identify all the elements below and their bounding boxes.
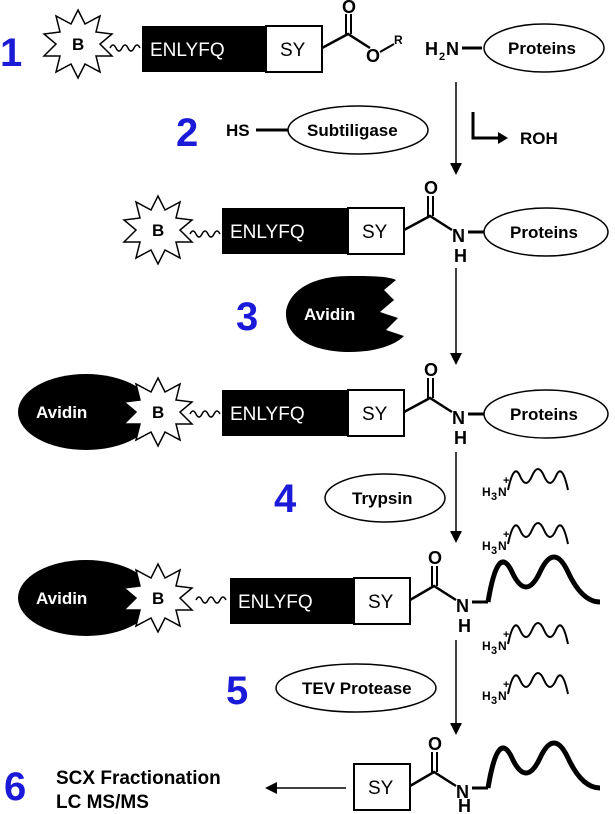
step-number-4: 4 xyxy=(274,477,297,521)
linker-1 xyxy=(109,44,141,52)
svg-text:H: H xyxy=(482,639,491,653)
biotin-star-1: B xyxy=(42,8,114,80)
svg-text:H: H xyxy=(482,689,491,703)
avidin-label-free: Avidin xyxy=(304,305,355,324)
sy-box-4 xyxy=(353,577,411,625)
step-number-5: 5 xyxy=(226,669,248,713)
proteins-oval-1 xyxy=(483,23,605,73)
step-number-3: 3 xyxy=(236,295,258,339)
subtiligase-oval xyxy=(287,105,429,155)
avidin-shape-bound-2 xyxy=(18,560,154,636)
svg-text:N: N xyxy=(456,596,469,616)
amide-n-2: N xyxy=(452,226,465,246)
svg-text:N: N xyxy=(446,39,459,59)
svg-text:+: + xyxy=(503,629,509,641)
svg-text:B: B xyxy=(152,221,164,240)
hs-label: HS xyxy=(226,121,250,140)
svg-text:H: H xyxy=(425,39,438,59)
r-group: R xyxy=(394,33,403,47)
svg-text:+: + xyxy=(503,679,509,691)
svg-text:Avidin: Avidin xyxy=(36,589,87,608)
carbonyl-o-1: O xyxy=(342,0,356,17)
biotin-star-3: B xyxy=(122,376,194,448)
step-number-1: 1 xyxy=(0,31,22,75)
peptide-box-3 xyxy=(222,390,348,436)
sy-box-3 xyxy=(347,389,405,437)
ester-o: O xyxy=(366,46,380,66)
svg-text:O: O xyxy=(428,548,442,568)
svg-text:+: + xyxy=(503,475,509,487)
trypsin-label: Trypsin xyxy=(352,489,412,508)
svg-text:3: 3 xyxy=(491,645,497,657)
roh-arrow xyxy=(471,112,500,140)
svg-text:Avidin: Avidin xyxy=(36,403,87,422)
tryptic-peptide-2: H 3 N + xyxy=(482,522,569,557)
subtiligase-label: Subtiligase xyxy=(307,121,398,140)
sy-label-1: SY xyxy=(280,40,306,61)
svg-text:ENLYFQ: ENLYFQ xyxy=(238,592,313,613)
svg-text:B: B xyxy=(152,403,164,422)
tev-oval xyxy=(275,663,437,713)
svg-text:N: N xyxy=(498,639,507,653)
svg-text:O: O xyxy=(424,360,438,380)
biotin-star-2: B xyxy=(122,194,194,266)
lcms-label: LC MS/MS xyxy=(56,792,149,813)
svg-text:ENLYFQ: ENLYFQ xyxy=(230,222,305,243)
proteins-label-2: Proteins xyxy=(510,223,578,242)
sy-box-2 xyxy=(347,207,405,255)
biotin-label: B xyxy=(72,35,84,54)
svg-text:SY: SY xyxy=(362,222,388,243)
svg-text:3: 3 xyxy=(491,491,497,503)
step-number-6: 6 xyxy=(4,765,26,809)
svg-text:H: H xyxy=(482,485,491,499)
svg-text:N: N xyxy=(498,689,507,703)
amine-h2n: H 2 N xyxy=(425,39,459,63)
svg-text:N: N xyxy=(498,539,507,553)
step-number-2: 2 xyxy=(176,111,198,155)
svg-text:3: 3 xyxy=(491,695,497,707)
tryptic-peptide-4: H 3 N + xyxy=(482,672,569,707)
bound-peptide-wave xyxy=(485,554,601,605)
svg-text:N: N xyxy=(452,408,465,428)
tryptic-peptide-1: H 3 N + xyxy=(482,468,569,503)
proteins-label-1: Proteins xyxy=(508,39,576,58)
tryptic-peptide-3: H 3 N + xyxy=(482,622,569,657)
svg-text:H: H xyxy=(458,796,471,814)
peptide-box-1 xyxy=(142,26,266,72)
peptide-box-2 xyxy=(222,208,348,254)
svg-text:H: H xyxy=(454,428,467,448)
tev-label: TEV Protease xyxy=(302,679,412,698)
svg-text:SY: SY xyxy=(362,404,388,425)
svg-text:B: B xyxy=(152,589,164,608)
svg-text:ENLYFQ: ENLYFQ xyxy=(230,404,305,425)
released-peptide-wave xyxy=(485,740,601,791)
proteins-label-3: Proteins xyxy=(510,405,578,424)
svg-text:SY: SY xyxy=(368,592,394,613)
sy-box-1 xyxy=(265,25,323,73)
avidin-shape-free xyxy=(286,276,404,352)
peptide-box-4 xyxy=(230,578,354,624)
peptide-label-1: ENLYFQ xyxy=(150,40,225,61)
biotin-star-4: B xyxy=(122,562,194,634)
trypsin-oval xyxy=(324,473,446,523)
scx-label: SCX Fractionation xyxy=(56,768,221,789)
svg-text:3: 3 xyxy=(491,545,497,557)
svg-text:O: O xyxy=(424,178,438,198)
amide-h-2: H xyxy=(454,246,467,266)
svg-text:N: N xyxy=(498,485,507,499)
svg-text:2: 2 xyxy=(439,51,445,63)
svg-text:N: N xyxy=(456,782,469,802)
sy-box-5 xyxy=(353,763,411,811)
avidin-shape-bound-1 xyxy=(18,374,154,450)
svg-text:O: O xyxy=(428,734,442,754)
svg-text:+: + xyxy=(503,529,509,541)
svg-text:SY: SY xyxy=(368,778,394,799)
roh-label: ROH xyxy=(520,129,558,148)
svg-text:H: H xyxy=(458,616,471,636)
svg-text:H: H xyxy=(482,539,491,553)
